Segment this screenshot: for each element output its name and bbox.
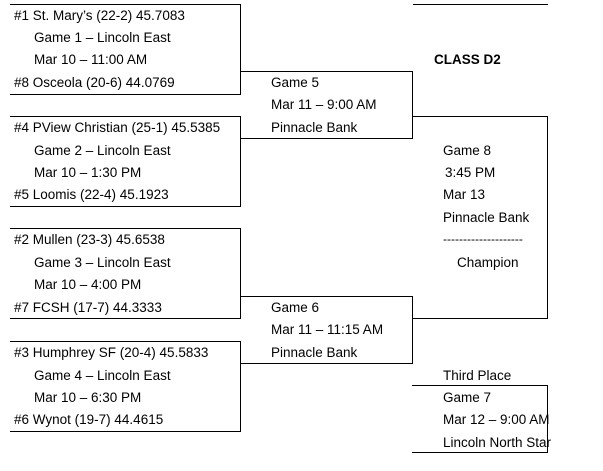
bracket-line bbox=[240, 116, 241, 207]
bracket-line bbox=[547, 116, 548, 319]
bracket-line bbox=[240, 296, 413, 297]
game-5-time: Mar 11 – 9:00 AM bbox=[271, 97, 377, 112]
champion-divider: -------------------- bbox=[443, 232, 523, 246]
game-6-site: Pinnacle Bank bbox=[271, 345, 358, 360]
game-1-time: Mar 10 – 11:00 AM bbox=[34, 52, 148, 67]
game-5-site: Pinnacle Bank bbox=[271, 120, 358, 135]
bracket-line bbox=[10, 341, 241, 342]
bracket-line bbox=[240, 71, 413, 72]
game-8-site: Pinnacle Bank bbox=[443, 210, 530, 225]
bracket-line bbox=[240, 4, 241, 95]
team-seed-4: #4 PView Christian (25-1) 45.5385 bbox=[14, 120, 221, 135]
bracket-line bbox=[240, 341, 241, 432]
game-7-time: Mar 12 – 9:00 AM bbox=[443, 412, 550, 427]
bracket-line bbox=[412, 385, 548, 386]
third-place-label: Third Place bbox=[443, 368, 512, 383]
bracket-line bbox=[10, 116, 241, 117]
game-8-label: Game 8 bbox=[443, 143, 492, 158]
bracket-line bbox=[240, 363, 413, 364]
bracket-line bbox=[10, 228, 241, 229]
team-seed-5: #5 Loomis (22-4) 45.1923 bbox=[14, 187, 169, 202]
champion-label: Champion bbox=[457, 255, 519, 270]
bracket-line bbox=[547, 385, 548, 453]
game-4-label: Game 4 – Lincoln East bbox=[34, 368, 171, 383]
bracket-line bbox=[412, 116, 548, 117]
team-seed-6: #6 Wynot (19-7) 44.4615 bbox=[14, 412, 164, 427]
bracket-line bbox=[10, 206, 241, 207]
game-7-site: Lincoln North Star bbox=[443, 435, 552, 450]
class-title: CLASS D2 bbox=[434, 52, 501, 67]
bracket-line bbox=[10, 318, 241, 319]
bracket-line bbox=[412, 452, 548, 453]
game-2-label: Game 2 – Lincoln East bbox=[34, 143, 171, 158]
bracket-line bbox=[10, 94, 241, 95]
bracket-line bbox=[10, 4, 241, 5]
bracket-line bbox=[412, 296, 413, 364]
game-8-date: Mar 13 bbox=[443, 187, 486, 202]
bracket-line bbox=[413, 4, 548, 5]
game-3-time: Mar 10 – 4:00 PM bbox=[34, 277, 142, 292]
game-7-label: Game 7 bbox=[443, 390, 492, 405]
game-8-time: 3:45 PM bbox=[445, 165, 496, 180]
game-5-label: Game 5 bbox=[271, 75, 320, 90]
game-6-label: Game 6 bbox=[271, 300, 320, 315]
game-4-time: Mar 10 – 6:30 PM bbox=[34, 390, 142, 405]
team-seed-8: #8 Osceola (20-6) 44.0769 bbox=[14, 75, 175, 90]
bracket-line bbox=[240, 138, 413, 139]
team-seed-2: #2 Mullen (23-3) 45.6538 bbox=[14, 232, 165, 247]
team-seed-3: #3 Humphrey SF (20-4) 45.5833 bbox=[14, 345, 209, 360]
bracket-line bbox=[240, 228, 241, 319]
game-1-label: Game 1 – Lincoln East bbox=[34, 30, 171, 45]
bracket-line bbox=[10, 431, 241, 432]
bracket-line bbox=[412, 71, 413, 139]
game-6-time: Mar 11 – 11:15 AM bbox=[271, 322, 384, 337]
team-seed-7: #7 FCSH (17-7) 44.3333 bbox=[14, 300, 162, 315]
bracket-line bbox=[412, 318, 548, 319]
game-2-time: Mar 10 – 1:30 PM bbox=[34, 165, 142, 180]
game-3-label: Game 3 – Lincoln East bbox=[34, 255, 171, 270]
team-seed-1: #1 St. Mary’s (22-2) 45.7083 bbox=[14, 8, 185, 23]
